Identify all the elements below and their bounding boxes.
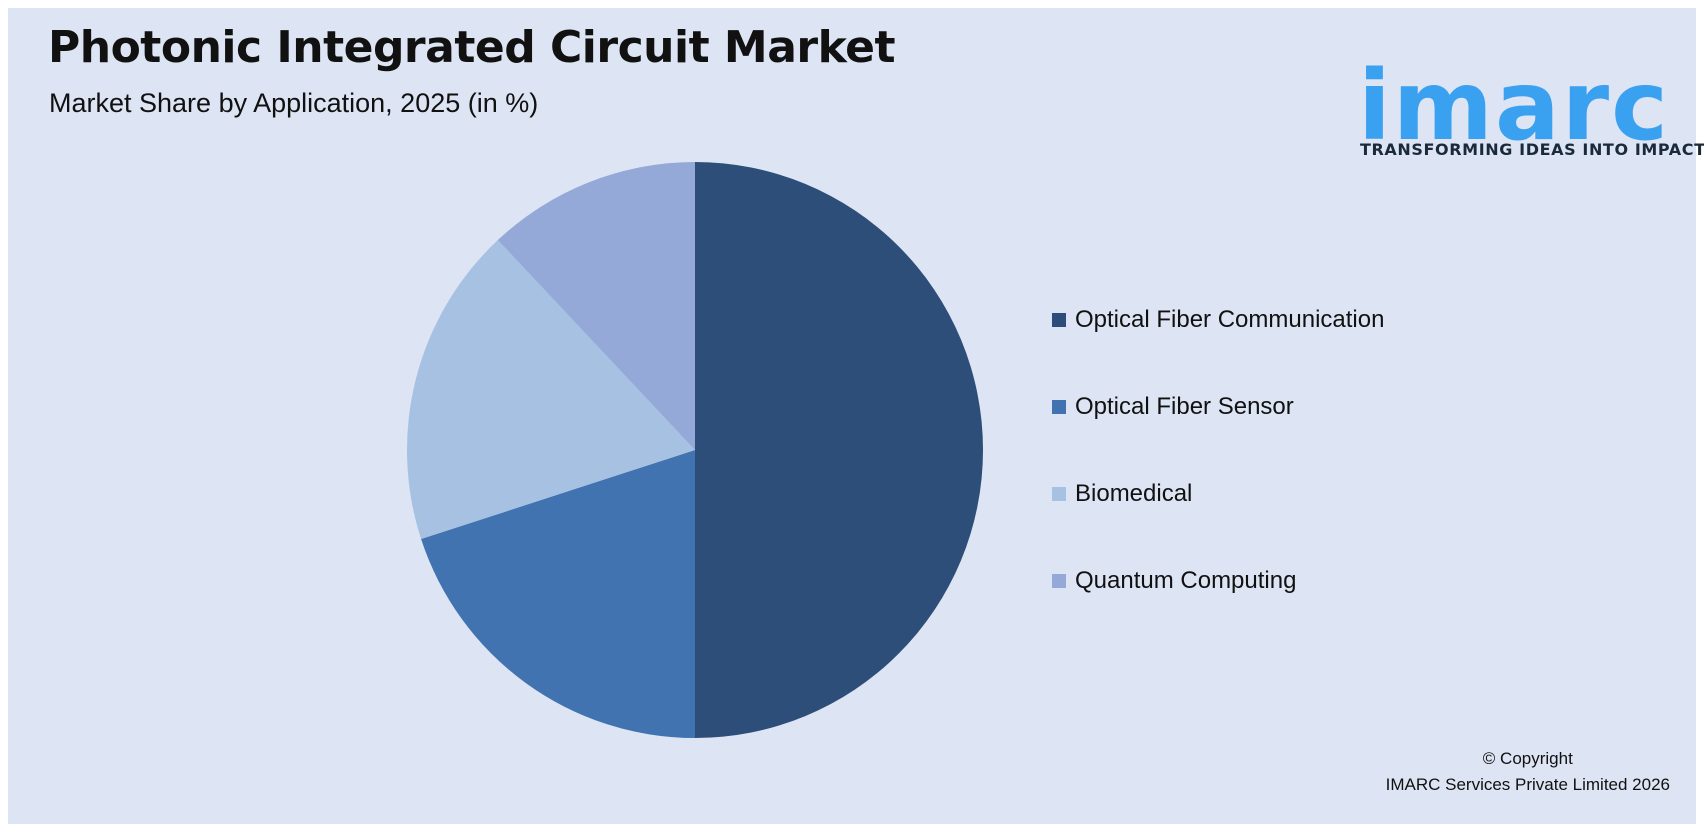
legend-label: Quantum Computing bbox=[1075, 567, 1297, 594]
legend-item: Biomedical bbox=[1052, 476, 1384, 563]
pie-slice-biomedical bbox=[407, 240, 695, 539]
legend-item: Quantum Computing bbox=[1052, 563, 1384, 650]
legend-label: Optical Fiber Communication bbox=[1075, 306, 1385, 333]
copyright-line: IMARC Services Private Limited 2026 bbox=[1385, 775, 1670, 794]
legend-label: Optical Fiber Sensor bbox=[1075, 393, 1294, 420]
imarc-logo: imarc TRANSFORMING IDEAS INTO IMPACT bbox=[1350, 18, 1704, 168]
legend-item: Optical Fiber Communication bbox=[1052, 302, 1384, 389]
legend-swatch bbox=[1052, 400, 1066, 414]
chart-legend: Optical Fiber Communication Optical Fibe… bbox=[1052, 302, 1384, 650]
pie-slice-optical-fiber-sensor bbox=[421, 450, 695, 738]
legend-swatch bbox=[1052, 487, 1066, 501]
copyright-line: © Copyright bbox=[1482, 749, 1573, 768]
logo-tagline: TRANSFORMING IDEAS INTO IMPACT bbox=[1360, 140, 1704, 159]
legend-item: Optical Fiber Sensor bbox=[1052, 389, 1384, 476]
chart-title: Photonic Integrated Circuit Market bbox=[48, 22, 896, 73]
pie-slice-optical-fiber-communication bbox=[695, 162, 983, 738]
legend-swatch bbox=[1052, 574, 1066, 588]
logo-wordmark: imarc bbox=[1358, 50, 1670, 162]
pie-slice-quantum-computing bbox=[497, 162, 695, 450]
copyright-notice: © Copyright IMARC Services Private Limit… bbox=[1386, 746, 1670, 798]
legend-swatch bbox=[1052, 313, 1066, 327]
chart-subtitle: Market Share by Application, 2025 (in %) bbox=[49, 88, 539, 118]
legend-label: Biomedical bbox=[1075, 480, 1193, 507]
